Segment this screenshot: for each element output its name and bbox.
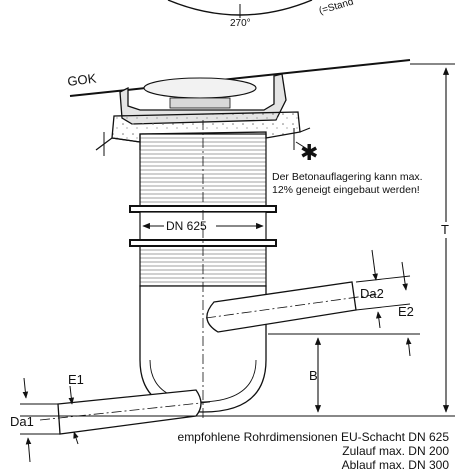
support-ring-note-line2: 12% geneigt eingebaut werden! bbox=[272, 184, 420, 196]
recommendation-heading: empfohlene Rohrdimensionen EU-Schacht DN… bbox=[178, 430, 450, 444]
manhole-cover bbox=[119, 73, 287, 125]
e2-label: E2 bbox=[398, 304, 414, 319]
recommendation-outlet: Ablauf max. DN 300 bbox=[342, 458, 450, 469]
e1-label: E1 bbox=[68, 372, 84, 387]
b-label: B bbox=[309, 368, 318, 383]
nominal-diameter-label: DN 625 bbox=[166, 219, 207, 233]
asterisk-mark: ✱ bbox=[300, 140, 318, 165]
inlet-pipe bbox=[205, 281, 381, 333]
support-ring-note-line1: Der Betonauflagering kann max. bbox=[272, 171, 423, 183]
da1-label: Da1 bbox=[10, 414, 34, 429]
recommendation-inlet: Zulauf max. DN 200 bbox=[342, 444, 449, 458]
top-view-arc bbox=[167, 0, 313, 18]
outlet-pipe bbox=[39, 389, 211, 435]
t-label: T bbox=[441, 222, 449, 237]
ground-label: GOK bbox=[67, 71, 98, 89]
angle-270-label: 270° bbox=[230, 18, 251, 29]
partial-standard-label: (=Stand bbox=[318, 0, 355, 17]
da2-label: Da2 bbox=[360, 286, 384, 301]
